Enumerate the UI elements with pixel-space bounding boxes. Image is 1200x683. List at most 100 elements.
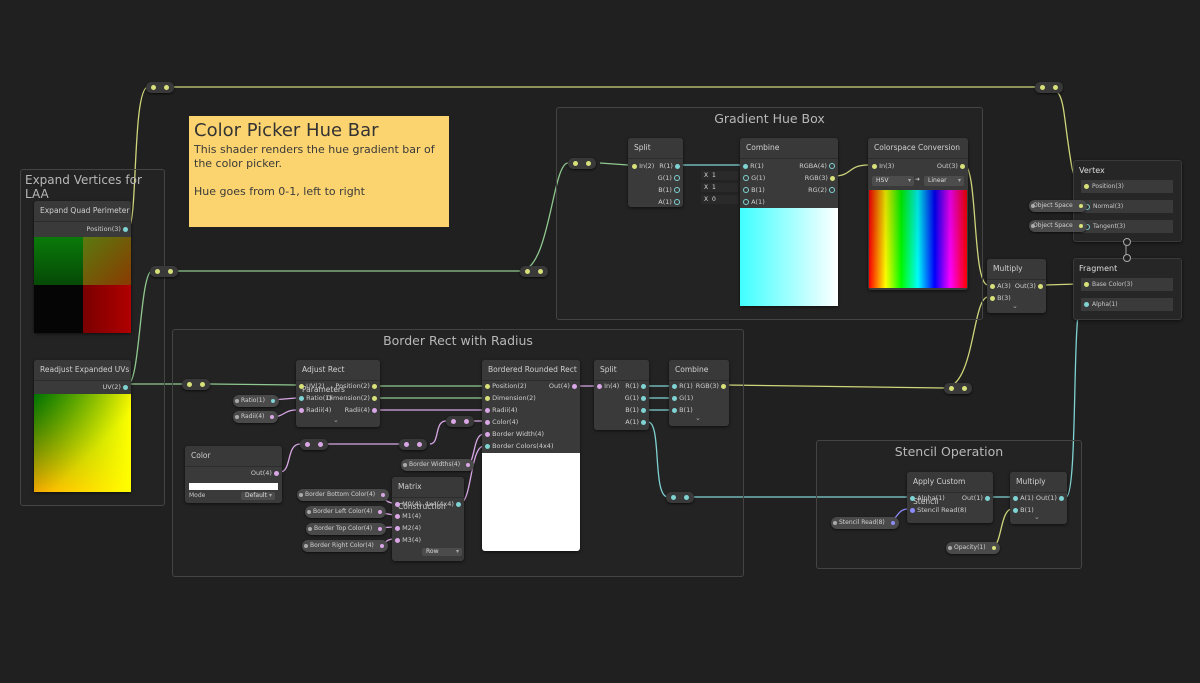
combine-a-field[interactable]: X 0: [701, 195, 738, 204]
redirect-node[interactable]: [446, 416, 474, 427]
port-out[interactable]: Out(3): [1015, 280, 1043, 292]
chevron-down-icon[interactable]: ⌄: [333, 416, 339, 424]
group-stencil-operation[interactable]: Stencil Operation: [816, 440, 1082, 569]
port-rgb-out[interactable]: RGB(3): [696, 380, 726, 392]
port-r[interactable]: R(1): [672, 380, 693, 392]
redirect-node[interactable]: [150, 266, 178, 277]
node-adjust-rect-parameters[interactable]: Adjust Rect Parameters UV(2) Ratio(1) Ra…: [296, 360, 380, 427]
to-space-dropdown[interactable]: Linear: [924, 176, 964, 186]
port-b[interactable]: B(1): [672, 404, 693, 416]
port-m2[interactable]: M2(4): [395, 522, 421, 534]
port-dimension-out[interactable]: Dimension(2): [326, 392, 377, 404]
redirect-node[interactable]: [300, 439, 328, 450]
port-g[interactable]: G(1): [743, 172, 765, 184]
border-left-color-property[interactable]: Border Left Color(4): [305, 506, 387, 518]
port-border-width[interactable]: Border Width(4): [485, 428, 544, 440]
port-uv[interactable]: UV(2): [299, 380, 325, 392]
node-fragment[interactable]: Fragment Base Color(3) Alpha(1): [1073, 258, 1182, 320]
node-expand-quad-perimeter[interactable]: Expand Quad Perimeter Position(3): [34, 201, 131, 333]
vertex-tangent-slot[interactable]: Tangent(3): [1081, 220, 1173, 233]
port-radii[interactable]: Radii(4): [299, 404, 331, 416]
port-rg[interactable]: RG(2): [808, 184, 835, 196]
port-in[interactable]: In(3): [872, 160, 894, 172]
port-r[interactable]: R(1): [625, 380, 646, 392]
group-border-rect[interactable]: Border Rect with Radius: [172, 329, 744, 577]
node-vertex[interactable]: Vertex Position(3) Normal(3) Tangent(3): [1073, 160, 1182, 242]
port-a[interactable]: A(1): [658, 196, 680, 208]
port-stencil-read[interactable]: Stencil Read(8): [910, 504, 967, 516]
port-matrix-out[interactable]: 4x4(4x4): [425, 498, 461, 510]
port-r[interactable]: R(1): [743, 160, 764, 172]
border-bottom-color-property[interactable]: Border Bottom Color(4): [297, 489, 390, 501]
node-color[interactable]: Color Out(4) Mode Default: [185, 446, 282, 503]
port-uv-out[interactable]: UV(2): [103, 381, 128, 393]
port-b[interactable]: B(1): [1013, 504, 1034, 516]
node-bordered-rounded-rect[interactable]: Bordered Rounded Rect Position(2) Dimens…: [482, 360, 580, 551]
redirect-node[interactable]: [520, 266, 548, 277]
redirect-node[interactable]: [146, 82, 174, 93]
port-position-out[interactable]: Position(3): [86, 223, 128, 235]
port-in[interactable]: In(4): [597, 380, 619, 392]
port-color[interactable]: Color(4): [485, 416, 518, 428]
port-rgba[interactable]: RGBA(4): [799, 160, 835, 172]
node-readjust-expanded-uvs[interactable]: Readjust Expanded UVs UV(2): [34, 360, 131, 492]
chevron-down-icon[interactable]: ⌄: [1012, 302, 1018, 310]
node-colorspace-conversion[interactable]: Colorspace Conversion In(3) Out(3) HSV ➜…: [868, 138, 968, 290]
port-m1[interactable]: M1(4): [395, 510, 421, 522]
object-space-tangent[interactable]: Object Space: [1029, 220, 1087, 232]
fragment-base-color-slot[interactable]: Base Color(3): [1081, 278, 1173, 291]
port-a[interactable]: A(1): [1013, 492, 1034, 504]
port-b[interactable]: B(3): [990, 292, 1011, 304]
port-border-colors[interactable]: Border Colors(4x4): [485, 440, 553, 452]
redirect-node[interactable]: [1035, 82, 1063, 93]
port-b[interactable]: B(1): [658, 184, 680, 196]
ratio-property[interactable]: Ratio(1): [233, 395, 279, 407]
matrix-mode-dropdown[interactable]: Row: [422, 548, 462, 556]
port-a[interactable]: A(1): [743, 196, 765, 208]
port-a[interactable]: A(3): [990, 280, 1011, 292]
port-position-out[interactable]: Position(2): [335, 380, 377, 392]
node-multiply[interactable]: Multiply A(1) B(1) Out(1) ⌄: [1010, 472, 1067, 524]
combine-g-field[interactable]: X 1: [701, 171, 738, 180]
port-out[interactable]: Out(1): [962, 492, 990, 504]
node-matrix-construction[interactable]: Matrix Construction M0(4) M1(4) M2(4) M3…: [392, 477, 464, 561]
port-g[interactable]: G(1): [672, 392, 693, 404]
redirect-node[interactable]: [182, 379, 210, 390]
node-apply-custom-stencil[interactable]: Apply Custom Stencil Alpha(1) Stencil Re…: [907, 472, 993, 523]
group-expand-vertices[interactable]: Expand Vertices for LAA: [20, 169, 165, 506]
redirect-node[interactable]: [944, 383, 972, 394]
redirect-node[interactable]: [666, 492, 694, 503]
port-radii-out[interactable]: Radii(4): [345, 404, 377, 416]
port-dimension[interactable]: Dimension(2): [485, 392, 536, 404]
port-g[interactable]: G(1): [625, 392, 646, 404]
port-a[interactable]: A(1): [625, 416, 646, 428]
sticky-note[interactable]: Color Picker Hue Bar This shader renders…: [189, 116, 449, 227]
port-out[interactable]: Out(4): [251, 467, 279, 479]
node-combine[interactable]: Combine R(1) G(1) B(1) A(1) RGBA(4) RGB(…: [740, 138, 838, 306]
port-out[interactable]: Out(4): [549, 380, 577, 392]
border-right-color-property[interactable]: Border Right Color(4): [302, 540, 388, 552]
port-m3[interactable]: M3(4): [395, 534, 421, 546]
vertex-normal-slot[interactable]: Normal(3): [1081, 200, 1173, 213]
group-gradient-hue-box[interactable]: Gradient Hue Box: [556, 107, 983, 320]
port-b[interactable]: B(1): [743, 184, 765, 196]
node-multiply[interactable]: Multiply A(3) B(3) Out(3) ⌄: [987, 259, 1046, 313]
port-m0[interactable]: M0(4): [395, 498, 421, 510]
chevron-down-icon[interactable]: ⌄: [695, 414, 701, 422]
node-split[interactable]: Split In(2) R(1) G(1) B(1) A(1): [628, 138, 683, 207]
port-rgb[interactable]: RGB(3): [805, 172, 835, 184]
opacity-property[interactable]: Opacity(1): [946, 542, 1000, 554]
border-top-color-property[interactable]: Border Top Color(4): [306, 523, 387, 535]
port-radii[interactable]: Radii(4): [485, 404, 517, 416]
from-space-dropdown[interactable]: HSV: [872, 176, 914, 186]
port-g[interactable]: G(1): [658, 172, 680, 184]
redirect-node[interactable]: [399, 439, 427, 450]
combine-b-field[interactable]: X 1: [701, 183, 738, 192]
color-swatch[interactable]: [189, 483, 278, 490]
port-position[interactable]: Position(2): [485, 380, 527, 392]
node-split[interactable]: Split In(4) R(1) G(1) B(1) A(1): [594, 360, 649, 430]
stencil-read-property[interactable]: Stencil Read(8): [831, 517, 899, 529]
chevron-down-icon[interactable]: ⌄: [1034, 513, 1040, 521]
redirect-node[interactable]: [568, 158, 596, 169]
vertex-position-slot[interactable]: Position(3): [1081, 180, 1173, 193]
